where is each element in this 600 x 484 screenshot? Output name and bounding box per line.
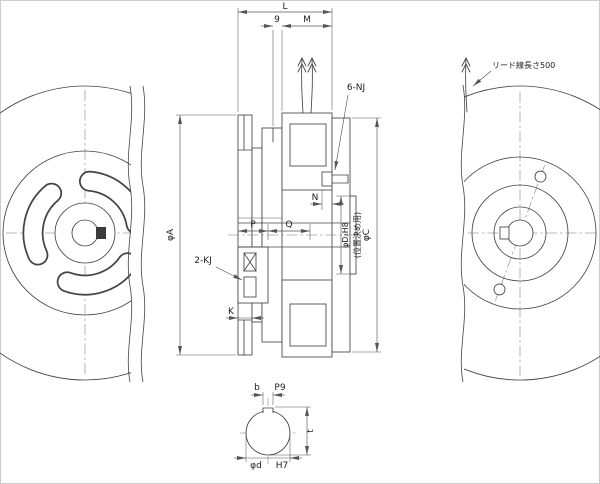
break-line bbox=[127, 85, 133, 383]
dim-label-N: N bbox=[312, 193, 319, 203]
dim-label-P: P bbox=[250, 220, 256, 230]
dim-label-phiC: φC bbox=[362, 229, 372, 241]
dim-label-phid: φd bbox=[250, 461, 262, 471]
dim-label-P9: P9 bbox=[274, 383, 285, 393]
detail-bore-circle bbox=[245, 410, 291, 456]
bearing-diagonal bbox=[243, 252, 257, 272]
lead-wire bbox=[465, 57, 468, 113]
dim-label-K: K bbox=[228, 307, 235, 317]
rotor-slot-fill bbox=[24, 184, 61, 264]
dim-label-H7: H7 bbox=[276, 461, 289, 471]
break-line bbox=[140, 85, 146, 383]
left-ring-circle bbox=[2, 150, 131, 316]
lead-wire bbox=[301, 57, 304, 114]
hub-bearing-block bbox=[237, 246, 269, 304]
left-keyway bbox=[96, 227, 106, 239]
left-view-body bbox=[0, 85, 131, 381]
lead-wire bbox=[310, 57, 313, 114]
label-6NJ: 6-NJ bbox=[347, 83, 365, 93]
dim-label-9: 9 bbox=[274, 15, 280, 25]
right-mid-circle bbox=[471, 184, 569, 282]
right-hub-circle bbox=[493, 206, 547, 260]
keyway-mask bbox=[263, 406, 273, 413]
right-outer-diameter-circle bbox=[464, 85, 600, 381]
cross-section-view bbox=[228, 57, 366, 358]
wire-end-icon bbox=[461, 57, 471, 73]
coil-bottom bbox=[289, 303, 327, 347]
leader-lead-wire bbox=[472, 70, 492, 87]
break-line bbox=[460, 84, 466, 383]
mounting-hole bbox=[534, 170, 547, 183]
dim-label-positioning: (位置決め用) bbox=[352, 212, 362, 258]
dim-label-b: b bbox=[254, 383, 260, 393]
wire-end-icon bbox=[297, 57, 307, 73]
detail-keyway bbox=[262, 407, 274, 413]
leader-2KJ bbox=[215, 266, 243, 281]
right-keyway bbox=[499, 226, 510, 240]
rotor-slot-fill bbox=[58, 254, 131, 294]
dim-label-t: t bbox=[306, 429, 316, 433]
lead-wire-note: リード線長さ500 bbox=[492, 60, 555, 70]
left-side-view bbox=[0, 85, 146, 383]
dim-label-Q: Q bbox=[285, 220, 292, 230]
label-2KJ: 2-KJ bbox=[194, 256, 212, 266]
right-bore-circle bbox=[506, 219, 534, 247]
bore-detail-view: b P9 t φd H7 bbox=[234, 383, 316, 471]
dim-label-phiD3H8: φD₃H8 bbox=[341, 222, 350, 248]
mounting-hole bbox=[493, 283, 506, 296]
dim-label-M: M bbox=[303, 15, 311, 25]
stator-housing-bottom bbox=[281, 279, 333, 358]
bearing-section bbox=[243, 252, 257, 272]
dim-label-phiA: φA bbox=[166, 228, 176, 241]
bolt-head bbox=[321, 171, 333, 187]
wire-end-icon bbox=[307, 57, 317, 73]
dimensions: L 9 M φA φC φD₃H8 (位置決め用) N P Q bbox=[166, 2, 381, 356]
left-bore-circle bbox=[71, 219, 99, 247]
leader-6NJ bbox=[334, 94, 349, 171]
coil-top bbox=[289, 123, 327, 167]
right-view-body bbox=[464, 85, 600, 381]
left-outer-diameter-circle bbox=[0, 85, 131, 381]
right-inner-circle bbox=[464, 156, 597, 310]
lead-wires bbox=[297, 57, 317, 114]
kj-tapped-hole bbox=[243, 276, 257, 298]
rotor-slot-fill bbox=[80, 172, 131, 231]
dim-label-L: L bbox=[282, 2, 287, 12]
right-side-view: リード線長さ500 bbox=[460, 57, 600, 383]
